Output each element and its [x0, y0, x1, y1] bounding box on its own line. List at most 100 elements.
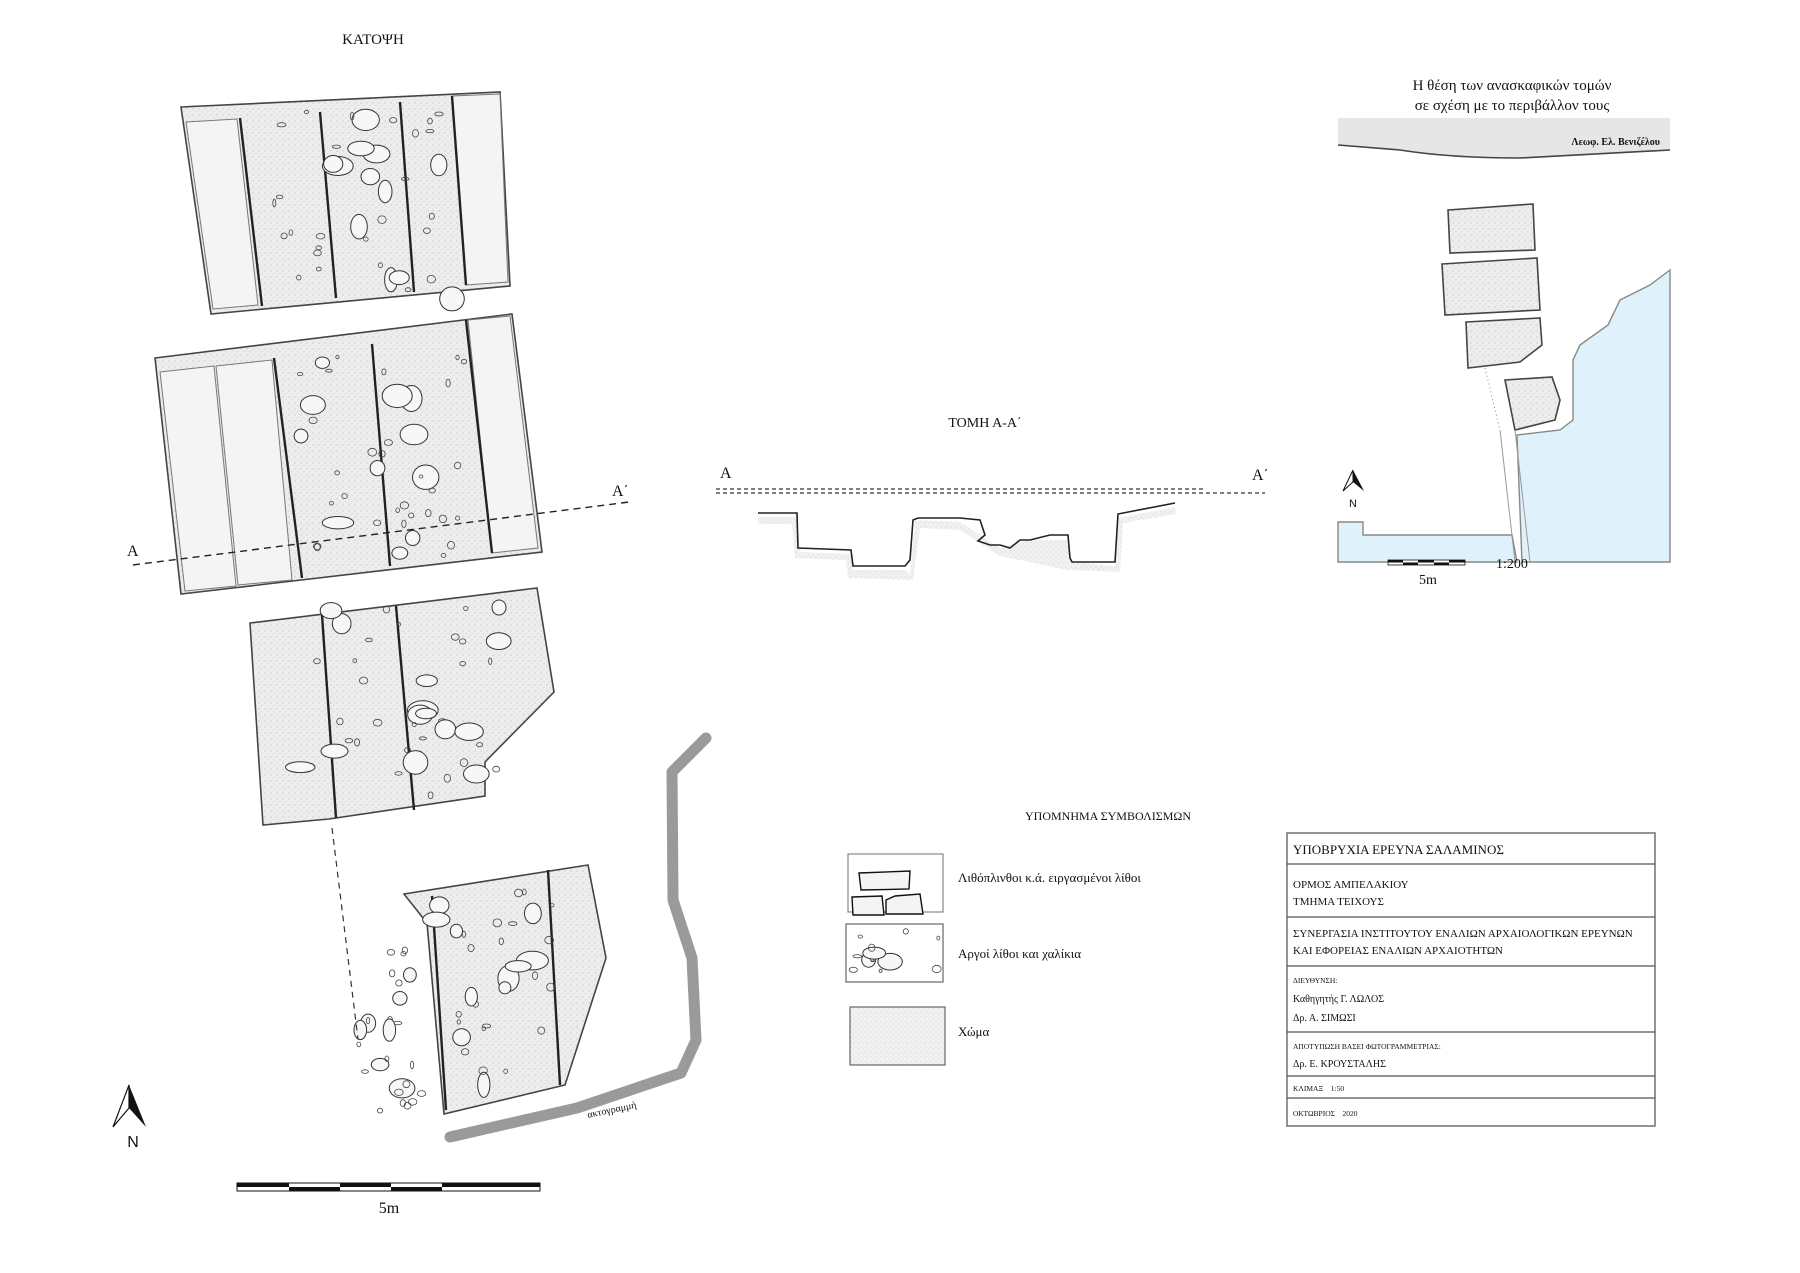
stone	[405, 530, 421, 546]
pebble	[377, 262, 383, 269]
pebble	[425, 509, 432, 518]
pebble	[936, 935, 941, 941]
stone	[285, 761, 316, 774]
drawing-date: ΟΚΤΩΒΡΙΟΣ 2020	[1293, 1109, 1358, 1118]
pebble	[410, 1060, 415, 1070]
pebble	[399, 501, 409, 510]
pebble	[400, 951, 407, 957]
pebble	[481, 1026, 486, 1032]
pebble	[365, 637, 373, 643]
pebble	[358, 676, 369, 685]
stone	[360, 168, 381, 186]
pebble	[428, 487, 436, 494]
surveyor: Δρ. Ε. ΚΡΟΥΣΤΑΛΗΣ	[1293, 1059, 1386, 1070]
pebble	[335, 354, 340, 360]
stone	[430, 153, 448, 177]
site-line2: ΤΜΗΜΑ ΤΕΙΧΟΥΣ	[1293, 896, 1384, 908]
legend-item-soil: Χώμα	[849, 1006, 989, 1066]
pebble	[313, 543, 321, 552]
pebble	[848, 966, 858, 973]
pebble	[315, 266, 322, 272]
legend-label: Αργοί λίθοι και χαλίκια	[958, 946, 1081, 961]
legend-item-rubble: Αργοί λίθοι και χαλίκια	[845, 923, 1081, 983]
legend-label: Λιθόπλινθοι κ.ά. ειργασμένοι λίθοι	[958, 870, 1141, 885]
pebble	[402, 1080, 411, 1089]
stone	[454, 722, 484, 741]
pebble	[476, 742, 484, 748]
pebble	[386, 948, 396, 956]
stone	[293, 428, 309, 444]
trench-2	[154, 313, 543, 595]
pebble	[404, 747, 412, 754]
pebble	[383, 439, 393, 446]
stones-trench-1	[272, 108, 465, 312]
stone	[314, 356, 330, 369]
scattered-stones	[353, 1013, 418, 1114]
rubble-symbol	[848, 928, 942, 974]
road-label: Λεωφ. Ελ. Βενιζέλου	[1571, 137, 1660, 148]
stone	[524, 902, 542, 925]
pebble	[296, 274, 302, 281]
pebble	[902, 928, 909, 935]
legend-item-dressed-stones: Λιθόπλινθοι κ.ά. ειργασμένοι λίθοι	[847, 853, 1141, 916]
pebble	[453, 461, 462, 470]
pebble	[428, 212, 435, 220]
alignment-dashed-line	[331, 827, 359, 1040]
inset-causeway	[1484, 367, 1531, 563]
pebble	[401, 519, 407, 528]
pebble	[508, 921, 518, 926]
pebble	[478, 1066, 488, 1075]
sea-area	[1337, 521, 1518, 563]
scale-label: 5m	[379, 1200, 400, 1217]
pebble	[416, 1090, 427, 1097]
pebble	[532, 971, 539, 980]
pebble	[389, 117, 398, 124]
stone	[347, 140, 375, 157]
pebble	[308, 416, 318, 425]
pebble	[382, 605, 391, 614]
direction-label: ΔΙΕΥΘΥΝΣΗ:	[1293, 976, 1337, 985]
pebble	[549, 903, 555, 908]
pebble	[447, 540, 455, 550]
stone	[452, 1028, 471, 1047]
pebble	[423, 227, 431, 234]
trench-4	[353, 864, 607, 1115]
stone	[504, 960, 532, 973]
pebble	[931, 964, 942, 974]
pebble	[303, 109, 310, 115]
inset-north-arrow-icon	[1342, 469, 1364, 492]
pebble	[460, 1048, 470, 1056]
pebble	[315, 232, 326, 240]
stone	[498, 981, 512, 995]
pebble	[336, 717, 344, 726]
stone	[351, 108, 380, 132]
pebble	[328, 501, 334, 506]
pebble	[272, 198, 277, 208]
pebble	[426, 275, 436, 284]
pebble	[377, 1107, 384, 1114]
stones-trench-4	[386, 888, 556, 1098]
pebble	[492, 918, 503, 928]
pebble	[395, 979, 403, 987]
pebble	[459, 638, 467, 645]
stone	[491, 599, 507, 616]
sea-area	[1516, 268, 1671, 563]
pebble	[434, 111, 444, 117]
trench-3	[249, 587, 555, 826]
pebble	[455, 354, 460, 360]
stone	[381, 383, 413, 408]
pebble	[544, 935, 554, 945]
pebble	[440, 553, 447, 558]
pebble	[546, 982, 556, 992]
collaboration-line2: ΚΑΙ ΕΦΟΡΕΙΑΣ ΕΝΑΛΙΩΝ ΑΡΧΑΙΟΤΗΤΩΝ	[1293, 945, 1503, 957]
pebble	[378, 450, 386, 458]
pebble	[459, 660, 467, 667]
inset-scale-ratio: 1:200	[1496, 557, 1528, 572]
pebble	[522, 888, 527, 896]
stone	[331, 613, 352, 635]
pebble	[373, 519, 382, 526]
pebble	[537, 1026, 546, 1035]
legend: ΥΠΟΜΝΗΜΑ ΣΥΜΒΟΛΙΣΜΩΝ Λιθόπλινθοι κ.ά. ει…	[845, 809, 1191, 1066]
pebble	[396, 622, 401, 627]
